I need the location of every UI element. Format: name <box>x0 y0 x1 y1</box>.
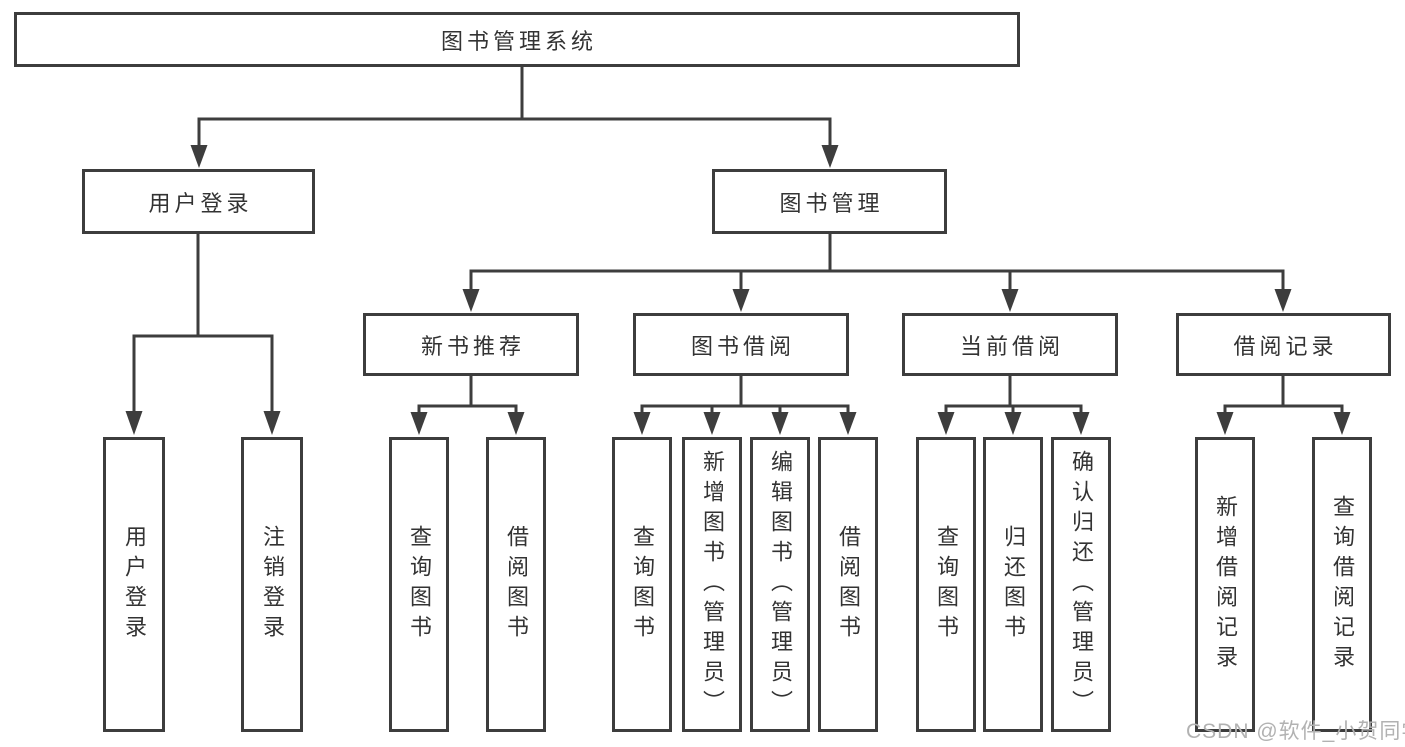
node-label: 借阅记录 <box>1233 333 1338 359</box>
arrow-down-icon <box>732 289 750 312</box>
arrowheads <box>125 145 1351 435</box>
arrow-down-icon <box>633 412 651 435</box>
connector-book-mgmt <box>469 233 1285 292</box>
arrow-down-icon <box>263 411 281 435</box>
leaf-edit-book-admin: 编辑图书（管理员） <box>750 437 810 732</box>
node-label: 图书管理 <box>779 190 884 216</box>
arrow-down-icon <box>821 145 839 168</box>
connector-user-login <box>132 233 274 414</box>
leaf-query-book-borrow: 查询图书 <box>612 437 672 732</box>
node-library-system: 图书管理系统 <box>14 12 1020 67</box>
node-borrow-records: 借阅记录 <box>1176 313 1391 376</box>
node-label: 用户登录 <box>122 524 147 645</box>
arrow-down-icon <box>462 289 480 312</box>
node-label: 注销登录 <box>260 524 285 645</box>
node-label: 借阅图书 <box>836 524 861 645</box>
node-label: 新增借阅记录 <box>1213 494 1238 675</box>
node-book-borrow: 图书借阅 <box>633 313 849 376</box>
node-label: 查询借阅记录 <box>1330 494 1355 675</box>
arrow-down-icon <box>1004 412 1022 435</box>
node-book-management: 图书管理 <box>712 169 947 234</box>
arrow-down-icon <box>839 412 857 435</box>
node-current-borrow: 当前借阅 <box>902 313 1118 376</box>
node-label: 编辑图书（管理员） <box>768 449 793 720</box>
arrow-down-icon <box>507 412 525 435</box>
leaf-borrow-book-recommend: 借阅图书 <box>486 437 546 732</box>
leaf-confirm-return-admin: 确认归还（管理员） <box>1051 437 1111 732</box>
node-new-book-recommend: 新书推荐 <box>363 313 579 376</box>
arrow-down-icon <box>1274 289 1292 312</box>
connector-book-borrow <box>640 376 850 416</box>
leaf-borrow-book: 借阅图书 <box>818 437 878 732</box>
arrow-down-icon <box>1333 412 1351 435</box>
arrow-down-icon <box>125 411 143 435</box>
connector-new-book <box>417 376 518 416</box>
node-label: 当前借阅 <box>959 333 1064 359</box>
leaf-add-borrow-record: 新增借阅记录 <box>1195 437 1255 732</box>
leaf-logout: 注销登录 <box>241 437 303 732</box>
node-user-login: 用户登录 <box>82 169 315 234</box>
node-label: 图书管理系统 <box>440 28 597 54</box>
arrow-down-icon <box>410 412 428 435</box>
node-label: 归还图书 <box>1001 524 1026 645</box>
node-label: 查询图书 <box>934 524 959 645</box>
node-label: 查询图书 <box>407 524 432 645</box>
arrow-down-icon <box>1216 412 1234 435</box>
arrow-down-icon <box>1001 289 1019 312</box>
arrow-down-icon <box>190 145 208 168</box>
node-label: 图书借阅 <box>690 333 795 359</box>
node-label: 查询图书 <box>630 524 655 645</box>
arrow-down-icon <box>771 412 789 435</box>
csdn-watermark: CSDN @软件_小贺同学 <box>1186 720 1405 743</box>
leaf-query-book-current: 查询图书 <box>916 437 976 732</box>
arrow-down-icon <box>703 412 721 435</box>
node-label: 新书推荐 <box>420 333 525 359</box>
node-label: 借阅图书 <box>504 524 529 645</box>
connector-root <box>197 67 832 146</box>
leaf-add-book-admin: 新增图书（管理员） <box>682 437 742 732</box>
node-label: 新增图书（管理员） <box>700 449 725 720</box>
leaf-query-borrow-record: 查询借阅记录 <box>1312 437 1372 732</box>
leaf-return-book: 归还图书 <box>983 437 1043 732</box>
arrow-down-icon <box>1072 412 1090 435</box>
connector-borrow-record <box>1223 376 1344 416</box>
leaf-query-book-recommend: 查询图书 <box>389 437 449 732</box>
leaf-user-login: 用户登录 <box>103 437 165 732</box>
node-label: 确认归还（管理员） <box>1069 449 1094 720</box>
node-label: 用户登录 <box>148 190 253 216</box>
connector-current-borrow <box>944 376 1083 416</box>
arrow-down-icon <box>937 412 955 435</box>
